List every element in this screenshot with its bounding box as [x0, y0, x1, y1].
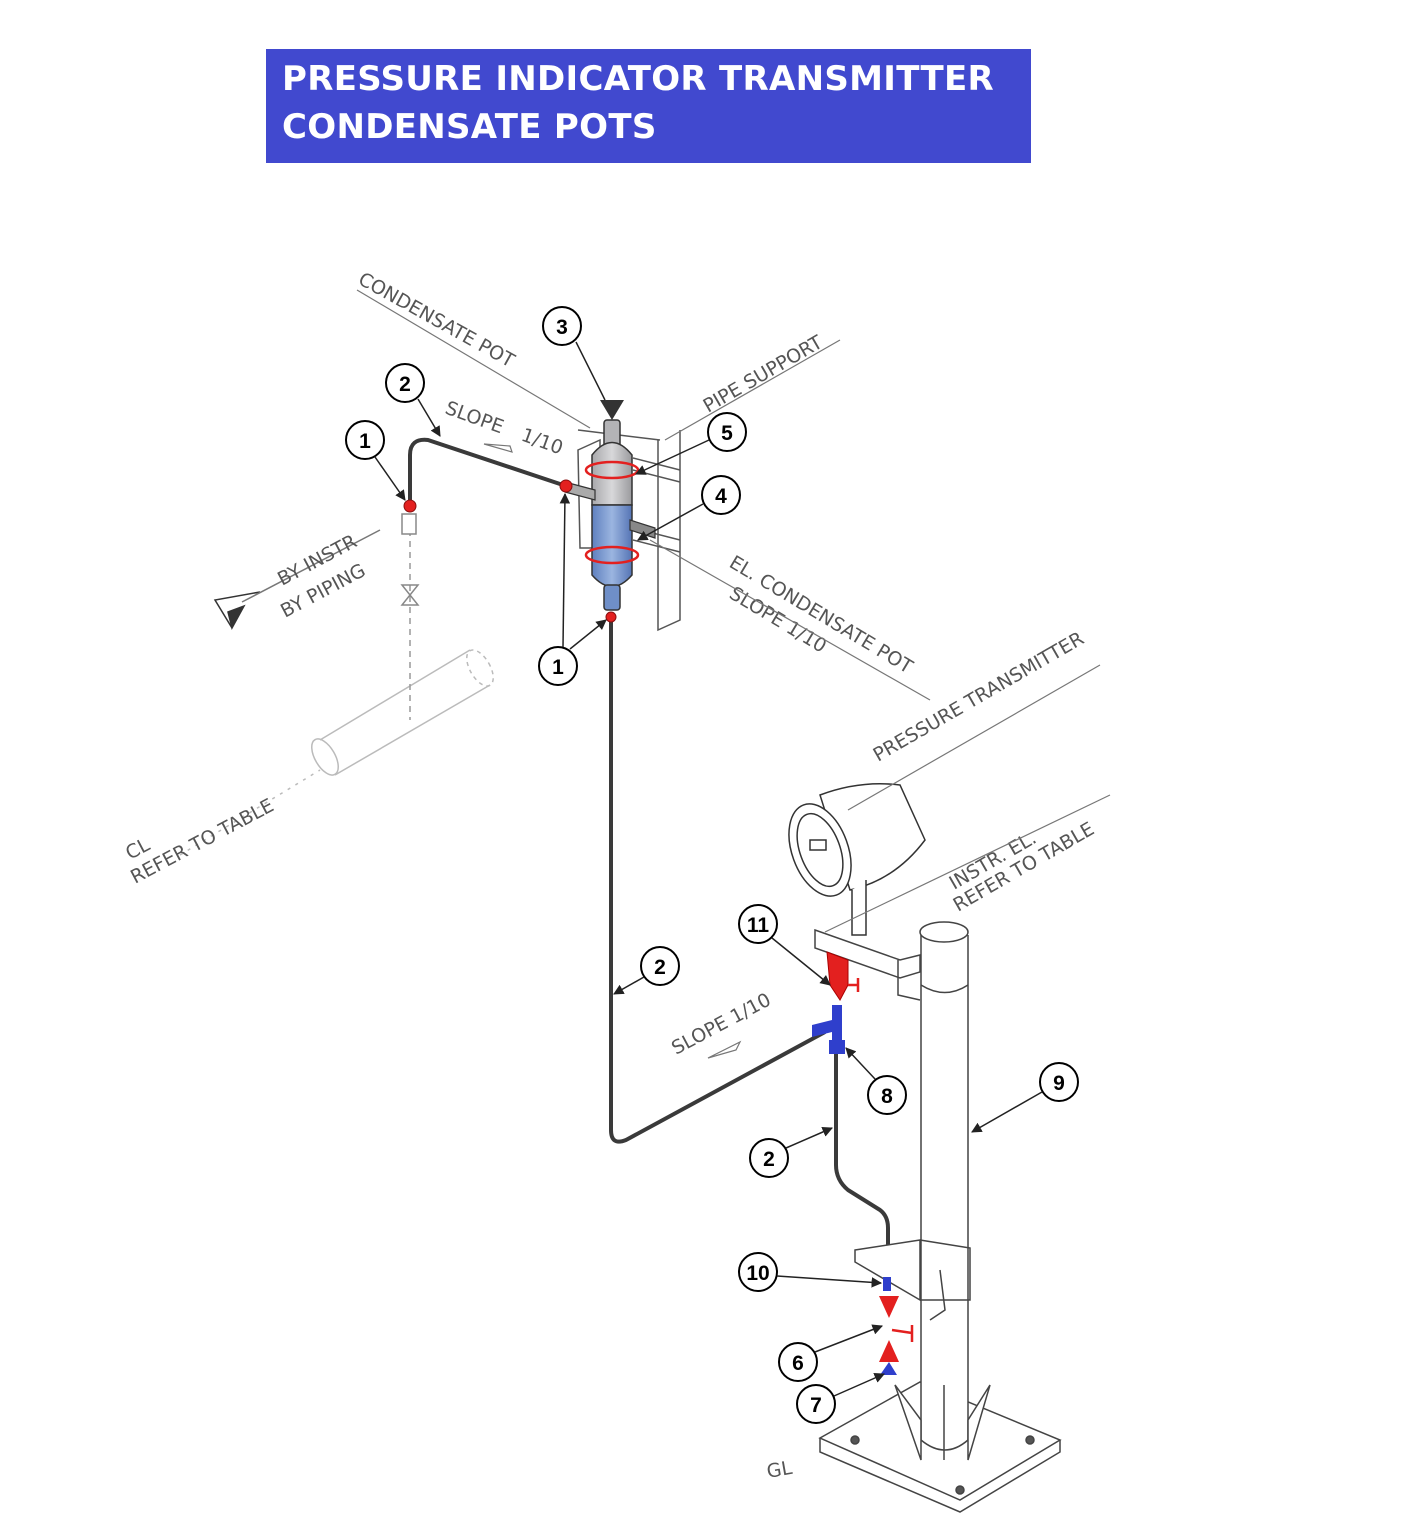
callout-5: 5 [635, 412, 747, 475]
callout-2-low: 2 [749, 1126, 833, 1178]
callout-6: 6 [778, 1324, 883, 1382]
callout-1-top-number: 1 [359, 430, 371, 453]
callout-5-number: 5 [721, 422, 733, 445]
pressure-transmitter [788, 783, 926, 936]
instrument-stand [814, 921, 1062, 1513]
callout-7-number: 7 [810, 1394, 822, 1417]
leader-el-condensate-pot [649, 539, 931, 701]
callout-8: 8 [845, 1047, 907, 1115]
callout-2-top-number: 2 [399, 373, 411, 396]
slope-wedge-lower [707, 1040, 742, 1059]
callout-4: 4 [637, 475, 741, 541]
label-refer-to-table-left: REFER TO TABLE [127, 794, 277, 888]
label-slope-lower: SLOPE 1/10 [668, 989, 775, 1060]
label-slope-upper-value: 1/10 [518, 424, 566, 459]
tee-fitting [812, 1005, 845, 1054]
callout-10: 10 [738, 1252, 883, 1292]
callout-2-top: 2 [385, 363, 441, 437]
impulse-tubing [408, 437, 890, 1285]
callout-2-mid: 2 [613, 946, 680, 995]
title-line-2: CONDENSATE POTS [282, 107, 657, 147]
leader-condensate-pot [356, 289, 591, 429]
callout-11: 11 [738, 904, 831, 986]
callout-4-number: 4 [715, 485, 727, 508]
lower-fittings [879, 1277, 914, 1375]
connection-points [403, 479, 617, 623]
leader-pipe-support [664, 339, 841, 441]
condensate-pot [564, 400, 656, 611]
callout-9-number: 9 [1053, 1072, 1065, 1095]
label-pipe-support: PIPE SUPPORT [700, 331, 827, 417]
callout-9: 9 [971, 1062, 1079, 1133]
label-slope-upper: SLOPE [442, 397, 506, 438]
callout-7: 7 [796, 1373, 885, 1424]
scope-break-marker [213, 529, 381, 631]
title-line-1: PRESSURE INDICATOR TRANSMITTER [282, 59, 995, 99]
callout-3: 3 [542, 306, 606, 401]
title-banner: PRESSURE INDICATOR TRANSMITTER CONDENSAT… [266, 49, 1031, 163]
callout-3-number: 3 [556, 316, 568, 339]
callout-1-bottom-number: 1 [552, 656, 564, 679]
callout-2-mid-number: 2 [654, 956, 666, 979]
tapping-valve [400, 513, 420, 606]
leader-pressure-transmitter [847, 664, 1101, 811]
callout-1-top: 1 [345, 420, 406, 501]
leader-instr-el [824, 794, 1111, 933]
label-gl: GL [765, 1457, 794, 1483]
label-pressure-transmitter: PRESSURE TRANSMITTER [870, 628, 1088, 767]
process-pipe [179, 649, 494, 856]
callout-10-number: 10 [746, 1262, 769, 1285]
callout-6-number: 6 [792, 1352, 804, 1375]
callout-11-number: 11 [747, 914, 770, 937]
slope-wedge-upper [483, 443, 513, 453]
callout-2-low-number: 2 [763, 1148, 775, 1171]
label-condensate-pot: CONDENSATE POT [355, 268, 519, 372]
callout-8-number: 8 [881, 1085, 893, 1108]
callout-1-bottom: 1 [538, 492, 607, 686]
